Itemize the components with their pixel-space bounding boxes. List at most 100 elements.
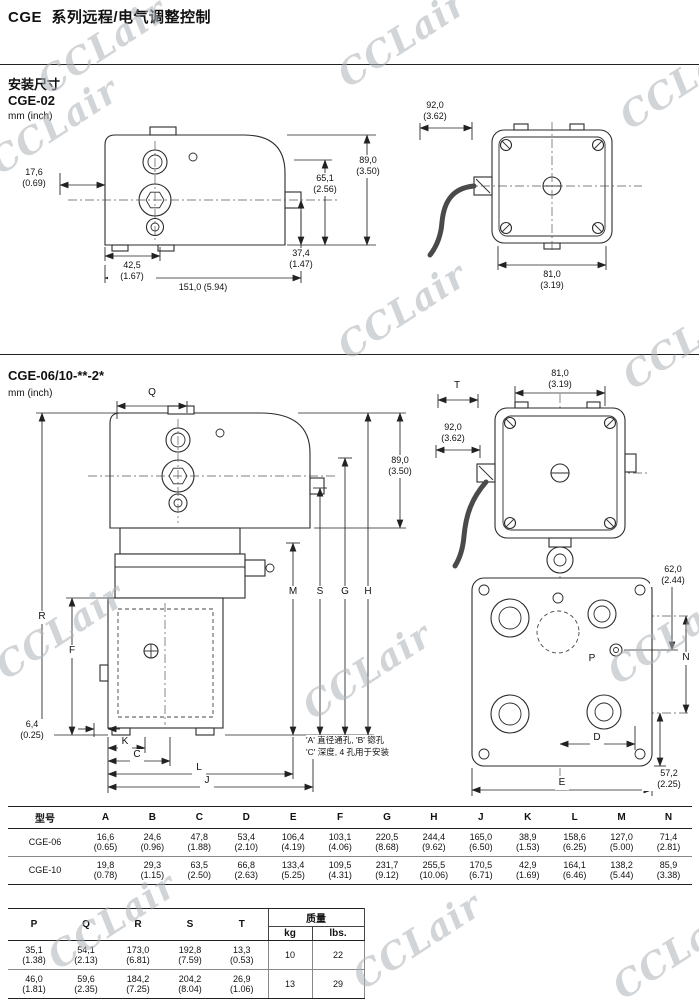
dim-label-K: K [118,736,132,749]
weight-table: P Q R S T 质量 kg lbs. 35,1 (1.38) 54,1 (2… [8,908,365,999]
dim-cell: 109,5 (4.31) [316,856,364,885]
dim-cell: 255,5 (10.06) [410,856,458,885]
model-cell: CGE-06 [8,828,82,857]
knob-and-ports [161,427,225,513]
dim-cell: 59,6 (2.35) [60,969,112,999]
weight-unit-lbs: lbs. [311,926,365,941]
weight-table-row: 35,1 (1.38) 54,1 (2.13) 173,0 (6.81) 192… [8,940,365,970]
t1-col-header: N [645,806,692,829]
dim-cell: 103,1 (4.06) [316,828,364,857]
dim-label-65-1: 65,1 (2.56) [302,173,348,196]
dim-label-81-0: 81,0 (3.19) [520,269,584,292]
dim-cell: 184,2 (7.25) [112,969,164,999]
dim-label-L: L [192,762,206,775]
cable-gland [452,463,496,569]
watermark: CCLair [330,0,475,96]
dim-cell: 220,5 (8.68) [363,828,411,857]
dim-cell: 16,6 (0.65) [82,828,129,857]
t1-col-header: F [316,806,364,829]
dim-cell: 66,8 (2.63) [222,856,270,885]
cable-gland [427,176,493,258]
dim-cell: 71,4 (2.81) [645,828,692,857]
dim-cell: 26,9 (1.06) [216,969,268,999]
t2-col-header: P [8,908,60,941]
dimension-lines [419,122,607,270]
dim-cell: 204,2 (8.04) [164,969,216,999]
dim-cell: 29,3 (1.15) [128,856,176,885]
watermark: CCLair [605,894,699,1008]
dim-cell: 173,0 (6.81) [112,940,164,970]
drawing-cge0610-side: Q 89,0 (3.50) R F M S G H 6,4 (0.25) K C… [8,383,423,801]
dim-cell: 35,1 (1.38) [8,940,60,970]
dim-label-62-0: 62,0 (2.44) [650,564,696,587]
dim-cell: 54,1 (2.13) [60,940,112,970]
dim-label-42-5: 42,5 (1.67) [108,260,156,283]
dim-label-6-4: 6,4 (0.25) [10,719,54,742]
dim-label-G: G [338,586,352,599]
dim-label-T: T [450,380,464,393]
dim-cell: 42,9 (1.69) [504,856,552,885]
t1-col-header: K [504,806,552,829]
dim-cell: 24,6 (0.96) [128,828,176,857]
dim-label-C: C [130,749,144,762]
dim-cell: 106,4 (4.19) [269,828,317,857]
weight-kg-cell: 13 [267,969,312,999]
weight-kg-cell: 10 [267,940,312,970]
table-header-row: 型号 A B C D E F G H J K L M N [8,806,692,829]
dim-label-D: D [590,732,604,745]
dim-cell: 138,2 (5.44) [598,856,646,885]
drawing-cge0610-rear: 81,0 (3.19) T 92,0 (3.62) 62,0 (2.44) N … [420,366,699,806]
dim-label-37-4: 37,4 (1.47) [278,248,324,271]
watermark: CCLair [345,884,490,998]
section-heading-mounting: 安装尺寸 [8,77,61,92]
t1-col-header: C [175,806,223,829]
table-row-cge06: CGE-06 16,6 (0.65) 24,6 (0.96) 47,8 (1.8… [8,828,692,857]
dim-label-S: S [313,586,327,599]
dim-cell: 46,0 (1.81) [8,969,60,999]
dim-cell: 231,7 (9.12) [363,856,411,885]
dim-label-E: E [555,777,569,790]
t2-col-header: S [164,908,216,941]
dim-label-J: J [200,775,214,788]
cover-screws [503,416,617,530]
dim-label-57-2: 57,2 (2.25) [642,768,696,791]
units-label-2: mm (inch) [8,388,53,399]
dim-cell: 170,5 (6.71) [457,856,505,885]
weight-lbs-cell: 29 [311,969,365,999]
dim-label-92-0: 92,0 (3.62) [412,100,458,123]
centerlines [88,419,338,725]
dim-cell: 47,8 (1.88) [175,828,223,857]
dim-label-89-0: 89,0 (3.50) [345,155,391,178]
dim-label-92-0-2: 92,0 (3.62) [430,422,476,445]
t1-col-header: J [457,806,505,829]
dim-cell: 38,9 (1.53) [504,828,552,857]
divider [0,64,699,65]
weight-table-header-row-1: P Q R S T 质量 [8,908,365,941]
dim-cell: 127,0 (5.00) [598,828,646,857]
t1-col-header: B [128,806,176,829]
dim-label-H: H [361,586,375,599]
dim-cell: 165,0 (6.50) [457,828,505,857]
actuator-housing-outline [104,126,302,252]
dim-cell: 63,5 (2.50) [175,856,223,885]
model-label-cge0610: CGE-06/10-**-2* [8,368,105,383]
centerlines [464,122,642,253]
t1-col-header: H [410,806,458,829]
dim-label-N: N [679,652,693,665]
page-title: CGE 系列远程/电气调整控制 [8,9,212,26]
model-cell: CGE-10 [8,856,82,885]
t1-col-header-model: 型号 [8,806,82,829]
cge0610-side-linework [36,401,406,793]
weight-table-header-row-2: kg lbs. [8,926,365,941]
t2-col-header: T [216,908,268,941]
valve-body-outline [99,527,275,736]
cge0610-rear-linework [435,386,690,796]
dim-cell: 192,8 (7.59) [164,940,216,970]
t1-col-header: E [269,806,317,829]
dim-cell: 53,4 (2.10) [222,828,270,857]
dim-cell: 158,6 (6.25) [551,828,599,857]
dim-label-R: R [35,611,49,624]
weight-unit-kg: kg [267,926,312,941]
dimension-lines [435,386,690,796]
